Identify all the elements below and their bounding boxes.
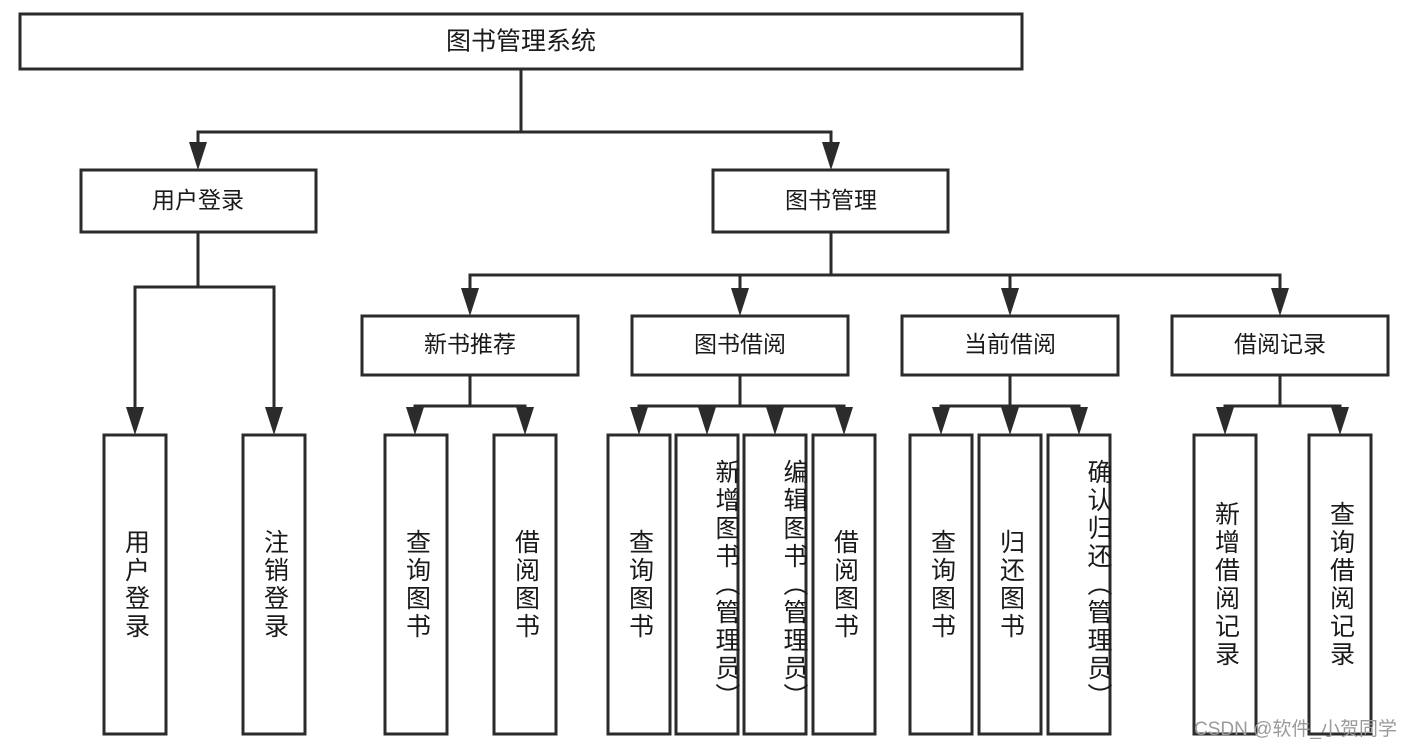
node-current-borrow[interactable]: 当前借阅	[900, 314, 1120, 377]
connector-records-to-leaves	[1216, 373, 1349, 435]
leaf-box-borrow-books-1[interactable]	[492, 433, 558, 736]
connector-borrow-to-leaves	[630, 373, 853, 435]
connector-root-to-level2	[189, 67, 840, 170]
leaf-box-query-record[interactable]	[1307, 433, 1373, 736]
leaf-box-add-record[interactable]	[1192, 433, 1258, 736]
connector-newbooks-to-leaves	[406, 373, 534, 435]
node-book-management-label: 图书管理	[785, 187, 877, 213]
leaf-box-add-book-admin[interactable]	[674, 433, 740, 736]
leaf-box-query-books-3[interactable]	[908, 433, 974, 736]
node-user-login[interactable]: 用户登录	[79, 168, 318, 234]
leaf-box-return-books[interactable]	[977, 433, 1043, 736]
node-book-management[interactable]: 图书管理	[711, 168, 950, 234]
node-borrow-records-label: 借阅记录	[1234, 331, 1326, 357]
leaf-box-query-books-2[interactable]	[606, 433, 672, 736]
leaf-box-confirm-return[interactable]	[1046, 433, 1112, 736]
node-book-borrow-label: 图书借阅	[694, 331, 786, 357]
leaf-box-borrow-books-2[interactable]	[811, 433, 877, 736]
node-root[interactable]: 图书管理系统	[18, 12, 1024, 71]
node-root-label: 图书管理系统	[446, 28, 596, 56]
leaf-boxes	[102, 433, 1373, 736]
connector-bookmgmt-to-level3	[461, 230, 1289, 316]
node-user-login-label: 用户登录	[152, 187, 244, 213]
node-new-book-recommend-label: 新书推荐	[424, 331, 516, 357]
node-borrow-records[interactable]: 借阅记录	[1170, 314, 1390, 377]
connector-current-to-leaves	[932, 373, 1088, 435]
node-book-borrow[interactable]: 图书借阅	[630, 314, 850, 377]
leaf-box-logout[interactable]	[241, 433, 307, 736]
connector-userlogin-to-leaves	[126, 230, 283, 435]
node-current-borrow-label: 当前借阅	[964, 331, 1056, 357]
leaf-box-user-login[interactable]	[102, 433, 168, 736]
node-new-book-recommend[interactable]: 新书推荐	[360, 314, 580, 377]
leaf-box-edit-book-admin[interactable]	[742, 433, 808, 736]
csdn-watermark: CSDN @软件_小贺同学	[1194, 719, 1397, 740]
leaf-box-query-books-1[interactable]	[383, 433, 449, 736]
